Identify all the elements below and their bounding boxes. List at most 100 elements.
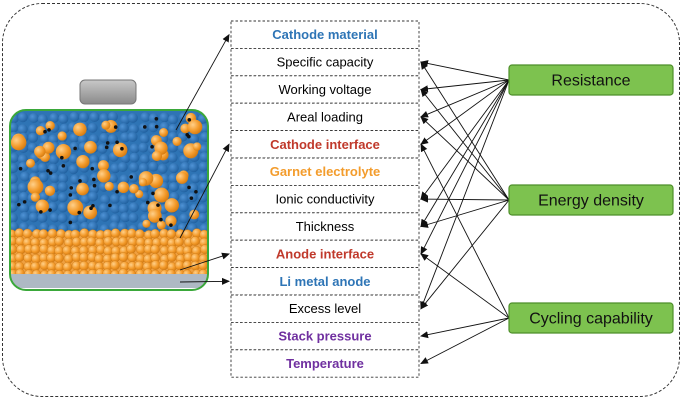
garnet-particle xyxy=(150,260,161,270)
arrow-resistance-to-thickness xyxy=(420,79,510,228)
arrow-cycling-capability-to-anode-interface xyxy=(420,253,510,319)
garnet-particle xyxy=(79,252,89,263)
parameter-cell xyxy=(230,239,420,269)
cathode-particle xyxy=(28,124,39,135)
cathode-particle xyxy=(107,133,118,144)
carbon-particle xyxy=(68,220,73,225)
parameter-label: Working voltage xyxy=(279,82,372,97)
cathode-particle xyxy=(68,213,79,224)
battery-cell-outline xyxy=(9,109,209,291)
cathode-particle xyxy=(197,212,208,223)
cathode-particle xyxy=(148,113,159,124)
garnet-particle xyxy=(118,252,129,262)
cathode-particle xyxy=(139,153,150,164)
carbon-particle xyxy=(61,164,66,168)
garnet-particle xyxy=(26,158,35,168)
parameter-row-ionic-conductivity: Ionic conductivity xyxy=(230,184,420,214)
carbon-particle xyxy=(18,166,23,171)
cathode-particle xyxy=(138,163,149,174)
cathode-particle xyxy=(28,212,39,223)
parameter-row-stack-pressure: Stack pressure xyxy=(230,321,420,351)
carbon-particle xyxy=(48,208,52,212)
cathode-particle xyxy=(129,152,140,163)
carbon-particle xyxy=(91,203,95,208)
garnet-particle xyxy=(110,228,121,239)
cathode-particle xyxy=(49,212,60,223)
parameter-row-li-metal-anode: Li metal anode xyxy=(230,267,420,296)
parameter-label: Temperature xyxy=(286,356,364,371)
cathode-particle xyxy=(89,154,100,165)
carbon-particle xyxy=(151,191,155,196)
cathode-particle xyxy=(70,174,81,185)
cathode-particle xyxy=(87,122,98,133)
garnet-particle xyxy=(166,229,177,239)
carbon-particle xyxy=(73,146,77,151)
cathode-particle xyxy=(140,112,151,123)
carbon-particle xyxy=(154,124,159,129)
cathode-particle xyxy=(10,221,19,232)
cathode-particle xyxy=(199,182,208,193)
parameter-label: Thickness xyxy=(296,219,355,234)
cathode-particle xyxy=(179,193,190,204)
garnet-particle xyxy=(38,229,49,239)
garnet-particle xyxy=(129,183,139,194)
cathode-particle xyxy=(168,173,179,184)
cathode-particle xyxy=(180,161,191,172)
cathode-particle xyxy=(198,203,208,214)
cathode-particle xyxy=(38,172,49,183)
cathode-particle xyxy=(18,203,29,214)
cathode-particle xyxy=(178,202,189,213)
garnet-particle xyxy=(138,178,148,187)
cathode-particle xyxy=(98,203,109,214)
carbon-particle xyxy=(46,168,50,173)
carbon-particle xyxy=(187,185,191,190)
cathode-particle xyxy=(10,193,20,204)
garnet-particle xyxy=(27,178,44,195)
garnet-particle xyxy=(126,244,136,254)
cathode-particle xyxy=(57,192,68,203)
parameter-cell xyxy=(230,267,420,296)
garnet-particle xyxy=(97,160,109,172)
garnet-particle xyxy=(45,120,55,131)
garnet-particle xyxy=(73,122,87,137)
garnet-particle xyxy=(190,236,200,246)
garnet-particle xyxy=(174,237,184,247)
carbon-particle xyxy=(69,186,74,190)
carbon-particle xyxy=(159,217,163,222)
cathode-particle xyxy=(37,114,48,125)
arrow-resistance-to-specific-capacity xyxy=(420,60,510,81)
parameter-cell xyxy=(230,321,420,351)
li-metal-layer xyxy=(10,274,208,288)
parameter-label: Stack pressure xyxy=(278,329,371,344)
cathode-particle xyxy=(139,202,150,213)
metric-label: Energy density xyxy=(538,193,644,210)
cathode-particle xyxy=(17,112,28,123)
cathode-particle xyxy=(128,162,139,173)
cathode-particle xyxy=(97,143,108,154)
parameter-row-garnet-electrolyte: Garnet electrolyte xyxy=(230,157,420,186)
cathode-particle xyxy=(198,172,208,183)
parameter-label: Garnet electrolyte xyxy=(270,164,381,179)
garnet-particle xyxy=(76,182,89,196)
garnet-particle xyxy=(154,187,170,203)
metric-box xyxy=(508,302,674,334)
arrow-cycling-capability-to-temperature xyxy=(420,317,510,364)
garnet-particle xyxy=(10,134,27,151)
cathode-particle xyxy=(110,163,121,174)
cathode-particle xyxy=(120,114,131,125)
carbon-particle xyxy=(92,177,96,182)
carbon-particle xyxy=(92,183,97,188)
arrow-energy-density-to-working-voltage xyxy=(420,88,510,201)
cathode-particle xyxy=(58,163,69,174)
cathode-particle xyxy=(168,163,179,174)
garnet-particle xyxy=(14,252,25,263)
cathode-particle xyxy=(110,193,121,204)
garnet-particle xyxy=(118,236,128,247)
carbon-particle xyxy=(143,125,147,129)
cathode-particle xyxy=(48,134,59,145)
parameter-label: Areal loading xyxy=(287,109,363,124)
cathode-particle xyxy=(80,194,91,205)
arrow-resistance-to-working-voltage xyxy=(420,79,510,93)
metric-energy-density: Energy density xyxy=(508,184,674,216)
